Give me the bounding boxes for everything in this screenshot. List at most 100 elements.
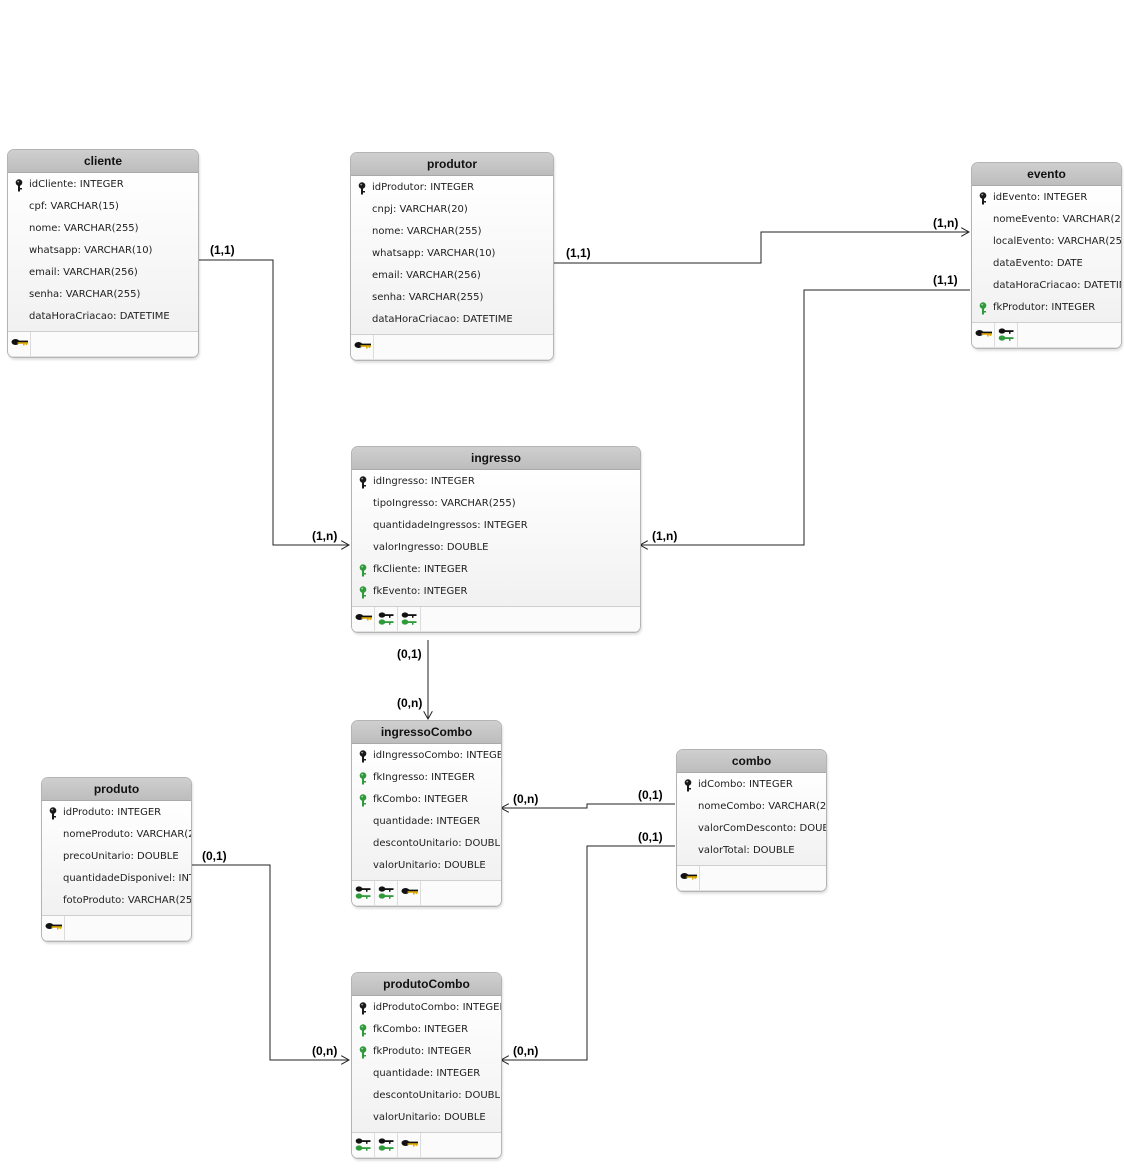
primary-key-icon	[359, 1002, 367, 1015]
field-row[interactable]: localEvento: VARCHAR(255)	[972, 231, 1121, 253]
entity-title: combo	[677, 750, 826, 773]
field-row[interactable]: fkEvento: INTEGER	[352, 581, 640, 603]
field-row[interactable]: email: VARCHAR(256)	[351, 265, 553, 287]
cardinality-label: (0,n)	[513, 792, 539, 806]
field-label: descontoUnitario: DOUBLE	[373, 838, 501, 849]
entity-title: produtor	[351, 153, 553, 176]
field-row[interactable]: quantidadeDisponivel: INTEGER	[42, 868, 191, 890]
primary-key-index-icon[interactable]	[352, 607, 375, 631]
field-row[interactable]: valorUnitario: DOUBLE	[352, 1107, 501, 1129]
field-row[interactable]: nomeProduto: VARCHAR(255)	[42, 824, 191, 846]
foreign-key-index-icon[interactable]	[375, 1133, 398, 1157]
field-row[interactable]: idProdutor: INTEGER	[351, 177, 553, 199]
field-row[interactable]: whatsapp: VARCHAR(10)	[351, 243, 553, 265]
field-row[interactable]: dataHoraCriacao: DATETIME	[8, 306, 198, 328]
field-row[interactable]: idEvento: INTEGER	[972, 187, 1121, 209]
field-row[interactable]: valorIngresso: DOUBLE	[352, 537, 640, 559]
field-row[interactable]: quantidadeIngressos: INTEGER	[352, 515, 640, 537]
field-row[interactable]: cnpj: VARCHAR(20)	[351, 199, 553, 221]
entity-title: produtoCombo	[352, 973, 501, 996]
field-row[interactable]: tipoIngresso: VARCHAR(255)	[352, 493, 640, 515]
field-row[interactable]: dataEvento: DATE	[972, 253, 1121, 275]
field-label: fkCombo: INTEGER	[373, 794, 469, 805]
field-row[interactable]: fkCliente: INTEGER	[352, 559, 640, 581]
field-label: fkCliente: INTEGER	[373, 564, 468, 575]
foreign-key-index-icon[interactable]	[352, 1133, 375, 1157]
field-label: dataHoraCriacao: DATETIME	[993, 280, 1121, 291]
field-row[interactable]: nome: VARCHAR(255)	[351, 221, 553, 243]
primary-key-index-icon[interactable]	[972, 323, 995, 347]
field-row[interactable]: quantidade: INTEGER	[352, 1063, 501, 1085]
primary-key-index-icon[interactable]	[42, 916, 65, 940]
field-row[interactable]: whatsapp: VARCHAR(10)	[8, 240, 198, 262]
relationship-produtor-evento[interactable]	[553, 232, 969, 264]
primary-key-index-icon[interactable]	[677, 866, 700, 890]
field-row[interactable]: quantidade: INTEGER	[352, 811, 501, 833]
field-row[interactable]: email: VARCHAR(256)	[8, 262, 198, 284]
entity-produtoCombo[interactable]: produtoCombo idProdutoCombo: INTEGER fkC…	[351, 972, 502, 1159]
foreign-key-index-icon[interactable]	[995, 323, 1018, 347]
field-row[interactable]: nomeCombo: VARCHAR(255)	[677, 796, 826, 818]
relationship-cliente-ingresso[interactable]	[198, 259, 349, 545]
field-label: email: VARCHAR(256)	[372, 270, 481, 281]
field-row[interactable]: precoUnitario: DOUBLE	[42, 846, 191, 868]
foreign-key-index-icon[interactable]	[398, 607, 421, 631]
field-row[interactable]: descontoUnitario: DOUBLE	[352, 833, 501, 855]
field-label: senha: VARCHAR(255)	[29, 289, 141, 300]
field-row[interactable]: idIngresso: INTEGER	[352, 471, 640, 493]
cardinality-label: (0,n)	[513, 1044, 539, 1058]
field-label: quantidade: INTEGER	[373, 816, 481, 827]
field-row[interactable]: fkIngresso: INTEGER	[352, 767, 501, 789]
field-row[interactable]: valorUnitario: DOUBLE	[352, 855, 501, 877]
field-list: idCliente: INTEGER cpf: VARCHAR(15) nome: …	[8, 173, 198, 332]
primary-key-index-icon[interactable]	[8, 332, 31, 356]
field-row[interactable]: dataHoraCriacao: DATETIME	[351, 309, 553, 331]
field-row[interactable]: idCliente: INTEGER	[8, 174, 198, 196]
field-row[interactable]: fkProdutor: INTEGER	[972, 297, 1121, 319]
primary-key-index-icon[interactable]	[351, 335, 374, 359]
field-label: valorComDesconto: DOUBLE	[698, 823, 826, 834]
relationship-combo-produtoCombo[interactable]	[501, 845, 675, 1060]
field-row[interactable]: nome: VARCHAR(255)	[8, 218, 198, 240]
relationship-produto-produtoCombo[interactable]	[191, 864, 349, 1060]
field-row[interactable]: idIngressoCombo: INTEGER	[352, 745, 501, 767]
field-row[interactable]: fkProduto: INTEGER	[352, 1041, 501, 1063]
field-row[interactable]: valorComDesconto: DOUBLE	[677, 818, 826, 840]
field-label: fkIngresso: INTEGER	[373, 772, 475, 783]
field-row[interactable]: idCombo: INTEGER	[677, 774, 826, 796]
foreign-key-index-icon[interactable]	[375, 607, 398, 631]
relationship-evento-ingresso[interactable]	[640, 289, 970, 545]
field-row[interactable]: cpf: VARCHAR(15)	[8, 196, 198, 218]
cardinality-label: (0,1)	[638, 788, 663, 802]
field-row[interactable]: senha: VARCHAR(255)	[8, 284, 198, 306]
field-row[interactable]: senha: VARCHAR(255)	[351, 287, 553, 309]
foreign-key-index-icon[interactable]	[375, 881, 398, 905]
relationship-combo-ingressoCombo[interactable]	[501, 803, 675, 808]
field-row[interactable]: fkCombo: INTEGER	[352, 789, 501, 811]
foreign-key-icon	[359, 1024, 367, 1037]
cardinality-label: (1,n)	[933, 216, 959, 230]
field-row[interactable]: fkCombo: INTEGER	[352, 1019, 501, 1041]
primary-key-index-icon[interactable]	[398, 1133, 421, 1157]
primary-key-icon	[358, 182, 366, 195]
field-row[interactable]: idProduto: INTEGER	[42, 802, 191, 824]
field-row[interactable]: dataHoraCriacao: DATETIME	[972, 275, 1121, 297]
entity-ingressoCombo[interactable]: ingressoCombo idIngressoCombo: INTEGER f…	[351, 720, 502, 907]
field-row[interactable]: fotoProduto: VARCHAR(255)	[42, 890, 191, 912]
field-label: idCliente: INTEGER	[29, 179, 124, 190]
field-row[interactable]: nomeEvento: VARCHAR(255)	[972, 209, 1121, 231]
foreign-key-index-icon[interactable]	[352, 881, 375, 905]
field-row[interactable]: valorTotal: DOUBLE	[677, 840, 826, 862]
primary-key-index-icon[interactable]	[398, 881, 421, 905]
entity-title: evento	[972, 163, 1121, 186]
field-row[interactable]: idProdutoCombo: INTEGER	[352, 997, 501, 1019]
field-label: cpf: VARCHAR(15)	[29, 201, 119, 212]
field-row[interactable]: descontoUnitario: DOUBLE	[352, 1085, 501, 1107]
